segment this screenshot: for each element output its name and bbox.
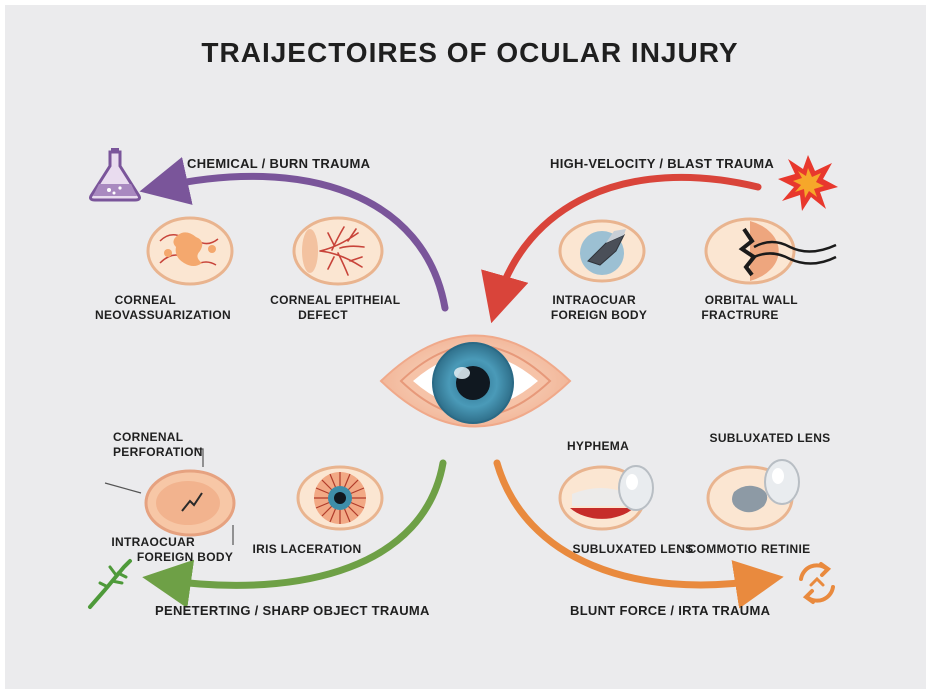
label-hyphema: HYPHEMA <box>567 439 629 453</box>
diagram-canvas: TRAIJECTOIRES OF OCULAR INJURY CHEMICAL … <box>5 5 926 689</box>
diagram-title: TRAIJECTOIRES OF OCULAR INJURY <box>201 37 738 68</box>
label-commotio-retinae: COMMOTIO RETINIE <box>688 542 811 556</box>
sharp-object-icon <box>88 559 132 609</box>
label-corneal-epithelial-defect: CORNEAL EPITHEIAL DEFECT <box>270 293 404 322</box>
label-corneal-perforation: CORNENAL PERFORATION <box>113 430 203 459</box>
flask-icon <box>89 148 141 202</box>
orbital-wall-fracture-icon <box>704 217 837 285</box>
blunt-arrow <box>493 459 784 609</box>
label-subluxated-lens-top: SUBLUXATED LENS <box>710 431 831 445</box>
iofb-pointer-line <box>104 482 142 494</box>
central-eye-icon <box>379 334 572 428</box>
commotio-retinae-icon <box>706 459 800 531</box>
cycle-icon <box>799 562 835 604</box>
category-sharp-label: PENETERTING / SHARP OBJECT TRAUMA <box>155 603 430 618</box>
corneal-epithelial-defect-icon <box>292 216 384 286</box>
label-intraocular-foreign-body-bottom: INTRAOCUAR FOREIGN BODY <box>111 535 233 564</box>
chemical-arrow <box>139 157 449 312</box>
category-chemical-label: CHEMICAL / BURN TRAUMA <box>187 156 371 171</box>
label-iris-laceration: IRIS LACERATION <box>253 542 362 556</box>
label-corneal-neovascularization: CORNEAL NEOVASSUARIZATION <box>95 293 231 322</box>
intraocular-foreign-body-icon <box>558 219 646 283</box>
category-blast-label: HIGH-VELOCITY / BLAST TRAUMA <box>550 156 774 171</box>
category-blunt-label: BLUNT FORCE / IRTA TRAUMA <box>570 603 771 618</box>
iris-laceration-icon <box>296 465 384 531</box>
diagram-svg: TRAIJECTOIRES OF OCULAR INJURY CHEMICAL … <box>88 37 838 618</box>
label-orbital-wall-fracture: ORBITAL WALL FRACTRURE <box>701 293 801 322</box>
hyphema-icon <box>558 465 654 531</box>
label-intraocular-foreign-body-top: INTRAOCUAR FOREIGN BODY <box>551 293 647 322</box>
explosion-icon <box>778 155 838 211</box>
corneal-neovascularization-icon <box>146 216 234 286</box>
corneal-perforation-icon <box>144 469 236 537</box>
label-subluxated-lens-bottom: SUBLUXATED LENS <box>573 542 694 556</box>
sharp-arrow <box>142 459 447 609</box>
perforation-callout-line <box>195 448 204 467</box>
blast-arrow <box>481 173 762 324</box>
